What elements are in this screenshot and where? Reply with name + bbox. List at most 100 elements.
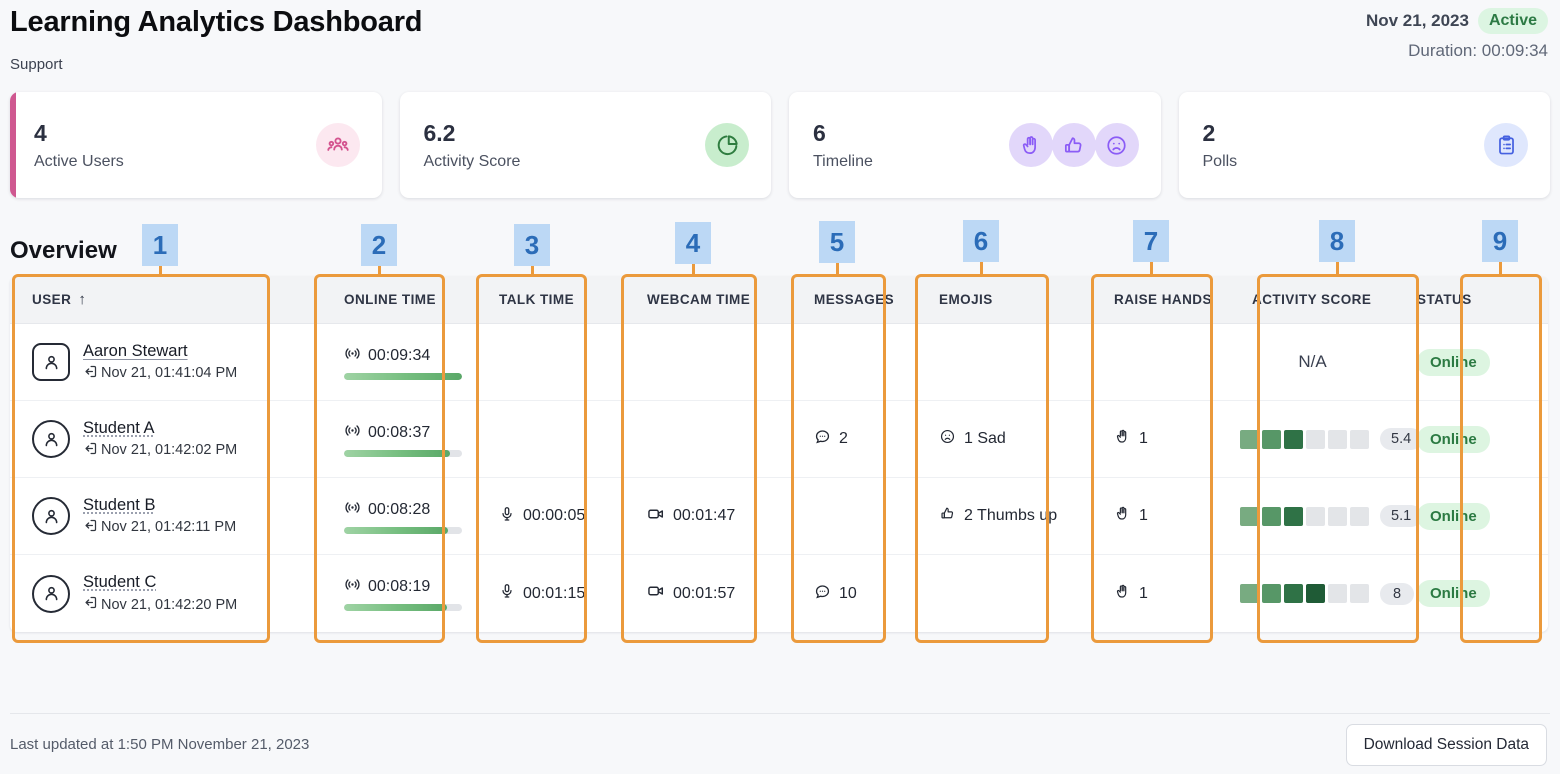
table-header-row: USER ↑ ONLINE TIME TALK TIME WEBCAM TIME…: [10, 276, 1548, 324]
overview-title: Overview: [10, 237, 117, 264]
status-pill: Online: [1417, 502, 1490, 530]
annotation-number-7: 7: [1133, 220, 1169, 262]
stat-label: Polls: [1202, 152, 1238, 170]
column-header-user[interactable]: USER ↑: [10, 276, 322, 323]
user-name[interactable]: Student B: [83, 495, 156, 514]
download-session-data-button[interactable]: Download Session Data: [1345, 724, 1547, 766]
activity-score-block: [1350, 506, 1369, 526]
cell-activity-score: 8: [1230, 555, 1414, 632]
raise-hand-icon: [1114, 428, 1131, 450]
online-time-value: 00:08:28: [368, 500, 431, 518]
activity-score-block: [1240, 506, 1259, 526]
cell-emojis: [917, 324, 1092, 400]
cell-talk-time: 00:01:15: [477, 555, 625, 632]
stat-card-activity-score[interactable]: 6.2 Activity Score: [399, 92, 771, 198]
cell-messages: [792, 478, 917, 554]
emoji-value: 2 Thumbs up: [964, 507, 1058, 524]
sad-face-icon: [939, 428, 956, 450]
activity-score-block: [1262, 584, 1281, 603]
microphone-icon: [499, 506, 515, 527]
raise-hands-value: 1: [1139, 430, 1148, 447]
column-header-talk-time[interactable]: TALK TIME: [499, 292, 575, 307]
last-updated-text: Last updated at 1:50 PM November 21, 202…: [10, 736, 310, 753]
thumbs-up-icon: [1051, 123, 1096, 167]
activity-score-block: [1350, 429, 1369, 449]
thumbs-up-icon: [939, 505, 956, 527]
cell-user[interactable]: Student A Nov 21, 01:42:02 PM: [10, 401, 322, 477]
viewer-circle-avatar: [32, 420, 70, 458]
raise-hands-value: 1: [1139, 507, 1148, 524]
annotation-stem-7: [1150, 262, 1153, 277]
stat-label: Activity Score: [423, 152, 521, 170]
activity-score-value: 5.4: [1380, 428, 1423, 450]
footer-divider: [10, 713, 1550, 714]
cell-online-time: 00:08:28: [322, 478, 477, 554]
column-header-raise-hands[interactable]: RAISE HANDS: [1114, 292, 1212, 307]
emoji-value: 1 Sad: [964, 430, 1006, 447]
chat-bubble-icon: [814, 428, 831, 450]
cell-talk-time: [477, 401, 625, 477]
cell-online-time: 00:08:37: [322, 401, 477, 477]
session-duration: Duration: 00:09:34: [1408, 41, 1548, 60]
annotation-number-3: 3: [514, 224, 550, 266]
activity-score-bar: [1240, 506, 1369, 526]
column-header-online-time[interactable]: ONLINE TIME: [344, 292, 436, 307]
user-name[interactable]: Aaron Stewart: [83, 341, 188, 360]
cell-activity-score: N/A: [1230, 324, 1395, 400]
stat-card-polls[interactable]: 2 Polls: [1178, 92, 1550, 198]
stat-card-list: 4 Active Users 6.2 Activity Score: [10, 92, 1550, 198]
session-date: Nov 21, 2023: [1365, 11, 1469, 30]
annotation-stem-8: [1336, 262, 1339, 277]
cell-emojis: 2 Thumbs up: [917, 478, 1092, 554]
annotation-number-5: 5: [819, 221, 855, 263]
online-status-icon: [344, 576, 361, 598]
cell-status: Online: [1395, 401, 1548, 477]
column-header-messages[interactable]: MESSAGES: [814, 292, 895, 307]
cell-talk-time: [477, 324, 625, 400]
status-pill: Online: [1417, 580, 1490, 607]
stat-value: 6.2: [423, 120, 456, 147]
status-badge: Active: [1477, 8, 1548, 34]
annotation-number-1: 1: [142, 224, 178, 266]
cell-webcam-time: [625, 324, 792, 400]
cell-emojis: 1 Sad: [917, 401, 1092, 477]
stat-card-active-users[interactable]: 4 Active Users: [10, 92, 382, 198]
stat-label: Active Users: [34, 152, 124, 170]
talk-time-value: 00:01:15: [523, 584, 586, 602]
annotation-number-8: 8: [1319, 220, 1355, 262]
user-name[interactable]: Student C: [83, 573, 157, 591]
online-time-value: 00:08:37: [368, 423, 431, 441]
clipboard-icon: [1484, 123, 1528, 167]
login-icon: [83, 595, 98, 614]
activity-score-value: 8: [1380, 582, 1414, 605]
stat-card-timeline[interactable]: 6 Timeline: [789, 92, 1161, 198]
viewer-circle-avatar: [32, 497, 70, 535]
cell-activity-score: 5.4: [1230, 401, 1423, 477]
column-header-emojis[interactable]: EMOJIS: [939, 292, 993, 307]
annotation-stem-5: [836, 263, 839, 277]
activity-score-block: [1350, 584, 1369, 603]
cell-status: Online: [1395, 324, 1548, 400]
stat-value: 6: [813, 120, 826, 147]
user-join-time: Nov 21, 01:42:02 PM: [101, 442, 238, 458]
activity-score-block: [1328, 429, 1347, 449]
column-header-activity-score[interactable]: ACTIVITY SCORE: [1252, 292, 1372, 307]
cell-status: Online: [1395, 555, 1548, 632]
column-header-status[interactable]: STATUS: [1417, 292, 1472, 307]
cell-online-time: 00:08:19: [322, 555, 477, 632]
talk-time-value: 00:00:05: [523, 507, 586, 524]
online-time-progress: [344, 604, 462, 611]
column-header-webcam-time[interactable]: WEBCAM TIME: [647, 292, 751, 307]
user-name[interactable]: Student A: [83, 418, 155, 437]
annotation-number-9: 9: [1482, 220, 1518, 262]
stat-value: 4: [34, 120, 47, 147]
microphone-icon: [499, 583, 515, 604]
